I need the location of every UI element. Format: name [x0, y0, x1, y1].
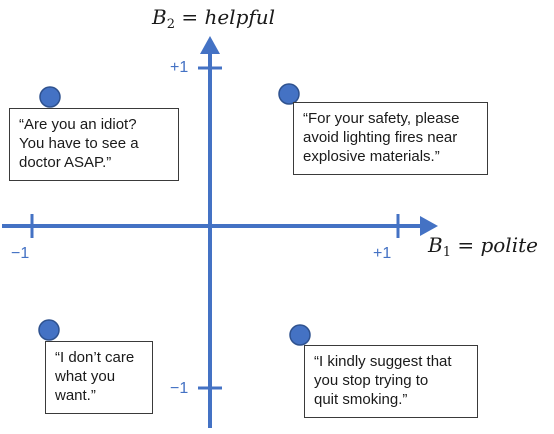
x-tick-label-pos: +1: [373, 245, 392, 262]
quote-top-right: “For your safety, please avoid lighting …: [293, 102, 488, 175]
y-axis-arrowhead: [200, 36, 220, 54]
x-tick-label-neg: −1: [11, 245, 30, 262]
quote-bottom-left: “I don’t care what you want.”: [45, 341, 153, 414]
quote-bottom-right: “I kindly suggest that you stop trying t…: [304, 345, 478, 418]
point-impolite-helpful: [39, 86, 61, 108]
point-polite-helpful: [278, 83, 300, 105]
x-axis-label: B1 = polite: [428, 233, 538, 260]
point-polite-unhelpful: [289, 324, 311, 346]
quote-top-left: “Are you an idiot? You have to see a doc…: [9, 108, 179, 181]
y-tick-label-pos: +1: [170, 59, 189, 76]
x-axis-arrowhead: [420, 216, 438, 236]
point-impolite-unhelpful: [38, 319, 60, 341]
y-axis-label: B2 = helpful: [152, 5, 276, 32]
y-tick-label-neg: −1: [170, 380, 189, 397]
